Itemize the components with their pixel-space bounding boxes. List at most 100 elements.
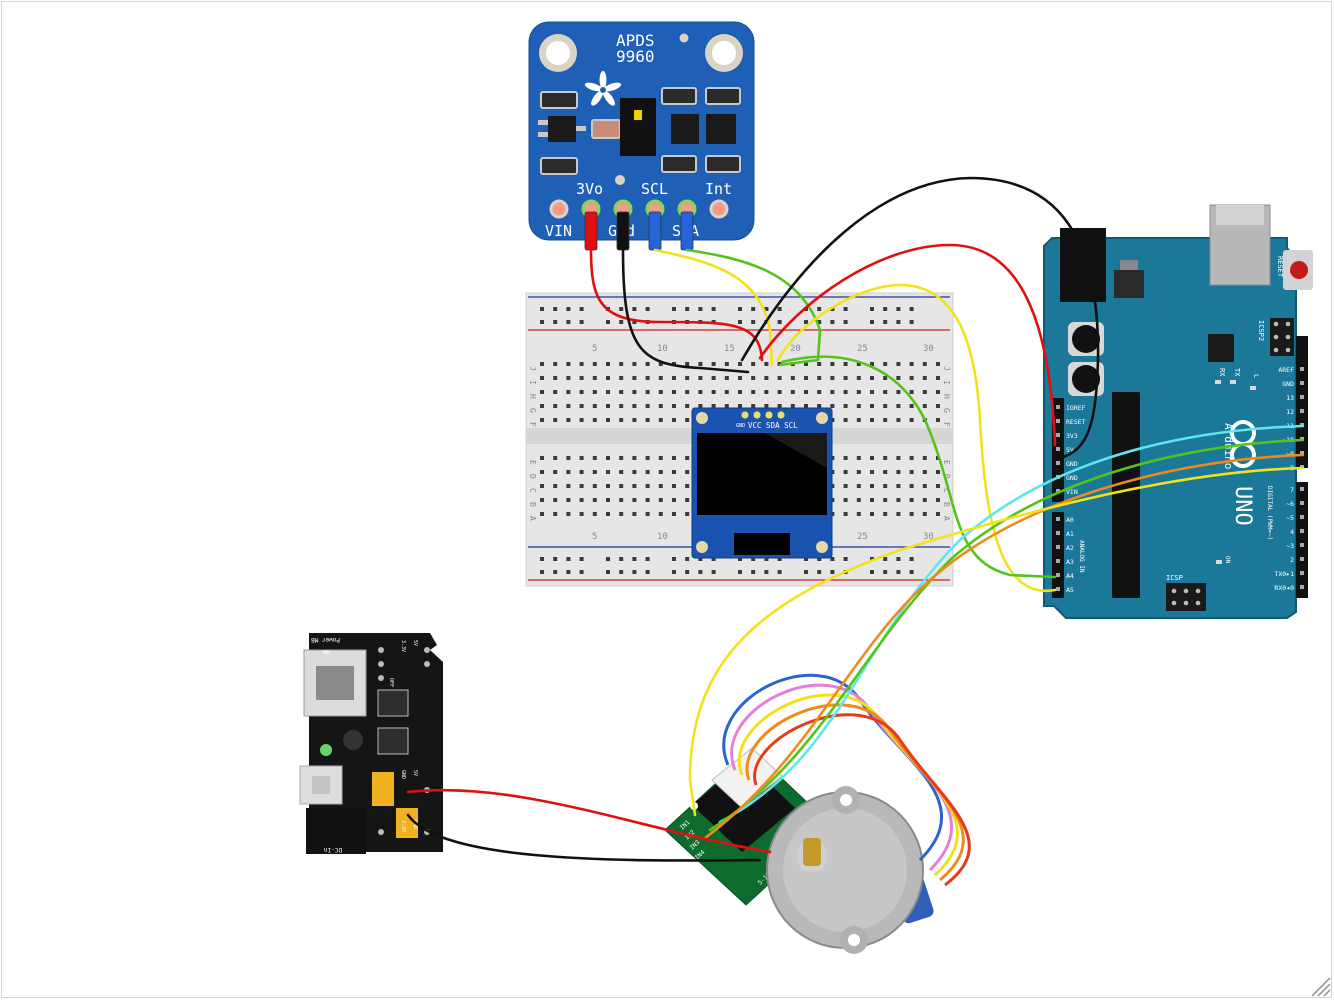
jumper-yellow[interactable] (372, 772, 394, 806)
power-pin-label: 5V (1066, 446, 1074, 454)
apds-title-line1: APDS (616, 31, 655, 50)
bb-col-label: 30 (923, 532, 934, 542)
bb-col-label: 5 (592, 532, 597, 542)
analog-pin-label: A0 (1066, 516, 1074, 524)
pin-hole (1300, 395, 1304, 399)
oled-mount-hole (696, 412, 708, 424)
pin-hole (1056, 419, 1060, 423)
wire-red (406, 788, 772, 854)
wire-green (685, 248, 822, 367)
bb-row-label: E (942, 460, 951, 465)
analog-pin-label: A2 (1066, 544, 1074, 552)
wire-black (406, 813, 762, 862)
digital-pin-label: 4 (1290, 528, 1294, 536)
bb-col-label: 5 (592, 344, 597, 354)
on-label: ON (1224, 556, 1231, 564)
pin-hole (1056, 573, 1060, 577)
arduino-uno: RESET ICSP2 RX TX L IOREFRESET3V35VGNDGN… (1043, 204, 1313, 619)
digital-header-lower (1296, 482, 1308, 598)
flower-logo-icon (584, 71, 622, 106)
pin-hole (1300, 409, 1304, 413)
pin-hole (1056, 559, 1060, 563)
bb-col-label: 30 (923, 344, 934, 354)
power-pin-label: VIN (1066, 488, 1078, 496)
barrel-jack (1060, 228, 1106, 302)
apds-pin-int-label: Int (705, 180, 732, 198)
power-rail-label: 5V (412, 640, 418, 646)
pin-hole (1300, 571, 1304, 575)
digital-pin-label: GND (1282, 380, 1294, 388)
oled-mount-hole (816, 412, 828, 424)
dc-in-jack (306, 808, 366, 854)
apds-sensor-chip (620, 98, 656, 156)
digital-pin-label: ~3 (1286, 542, 1294, 550)
bb-col-label: 25 (857, 532, 868, 542)
bb-row-label: A (942, 516, 951, 521)
bb-col-label: 10 (657, 344, 668, 354)
icsp-label: ICSP (1166, 574, 1183, 582)
apds-pin-vin-label: VIN (545, 222, 572, 240)
pin-hole (1300, 381, 1304, 385)
power-pin-label: 3V3 (1066, 432, 1078, 440)
stepper-motor (766, 786, 934, 954)
digital-pin-label: 2 (1290, 556, 1294, 564)
mh-label: MH (322, 648, 330, 655)
wire-black (621, 248, 750, 374)
power-rail-label: 3.3V (400, 640, 406, 652)
digital-pin-label: TX0▸1 (1274, 570, 1294, 578)
wire-yellow (776, 283, 1057, 593)
pin-hole (1300, 585, 1304, 589)
bb-row-label: E (528, 460, 537, 465)
power-mb-title: Power MB (311, 636, 340, 643)
reset-button-icon[interactable] (1290, 261, 1308, 279)
oled-ribbon (734, 533, 790, 555)
oled-mount-hole (696, 541, 708, 553)
bb-row-label: D (528, 474, 537, 479)
header-blue (680, 211, 694, 251)
oled-display: GND VCC SDA SCL (691, 407, 833, 559)
bb-col-label: 10 (657, 532, 668, 542)
pin-hole (1300, 543, 1304, 547)
l-label: L (1252, 374, 1260, 378)
power-rail-label: OFF (388, 678, 394, 687)
bb-row-label: I (942, 380, 951, 385)
resize-grip-icon[interactable] (1311, 977, 1331, 997)
pin-hole (1056, 531, 1060, 535)
arduino-model-label: UNO (1230, 486, 1255, 526)
wire-green (780, 355, 1057, 579)
oled-gnd-label: GND (736, 423, 745, 429)
bb-row-label: A (528, 516, 537, 521)
bb-col-label: 20 (790, 344, 801, 354)
apds-mount-hole (712, 41, 736, 65)
pin-hole (1300, 515, 1304, 519)
pin-hole (1300, 501, 1304, 505)
wire-red (758, 243, 1057, 447)
pin-hole (1056, 587, 1060, 591)
bb-row-label: F (942, 422, 951, 427)
bb-row-label: J (528, 366, 537, 371)
power-pin-label: GND (1066, 460, 1078, 468)
power-rail-label: 5V (412, 770, 418, 776)
pin-hole (1056, 447, 1060, 451)
apds-title-line2: 9960 (616, 47, 655, 66)
header-black (616, 211, 630, 251)
apds9960-sensor: APDS 9960 3Vo SCL Int (528, 21, 755, 251)
jumper-yellow[interactable] (396, 808, 418, 838)
digital-pin-label: 13 (1286, 394, 1294, 402)
atmega-chip (1112, 392, 1140, 598)
pin-hole (1300, 529, 1304, 533)
analog-pin-label: A5 (1066, 586, 1074, 594)
digital-pin-label: AREF (1278, 366, 1294, 374)
rx-label: RX (1218, 368, 1226, 377)
power-pin-label: RESET (1066, 418, 1086, 426)
bb-row-label: H (528, 394, 537, 399)
pin-hole (1056, 405, 1060, 409)
pin-hole (1300, 451, 1304, 455)
power-pin-label: GND (1066, 474, 1078, 482)
wire-yellow (688, 466, 1305, 817)
digital-pin-label: 12 (1286, 408, 1294, 416)
wire-green (708, 438, 1305, 832)
